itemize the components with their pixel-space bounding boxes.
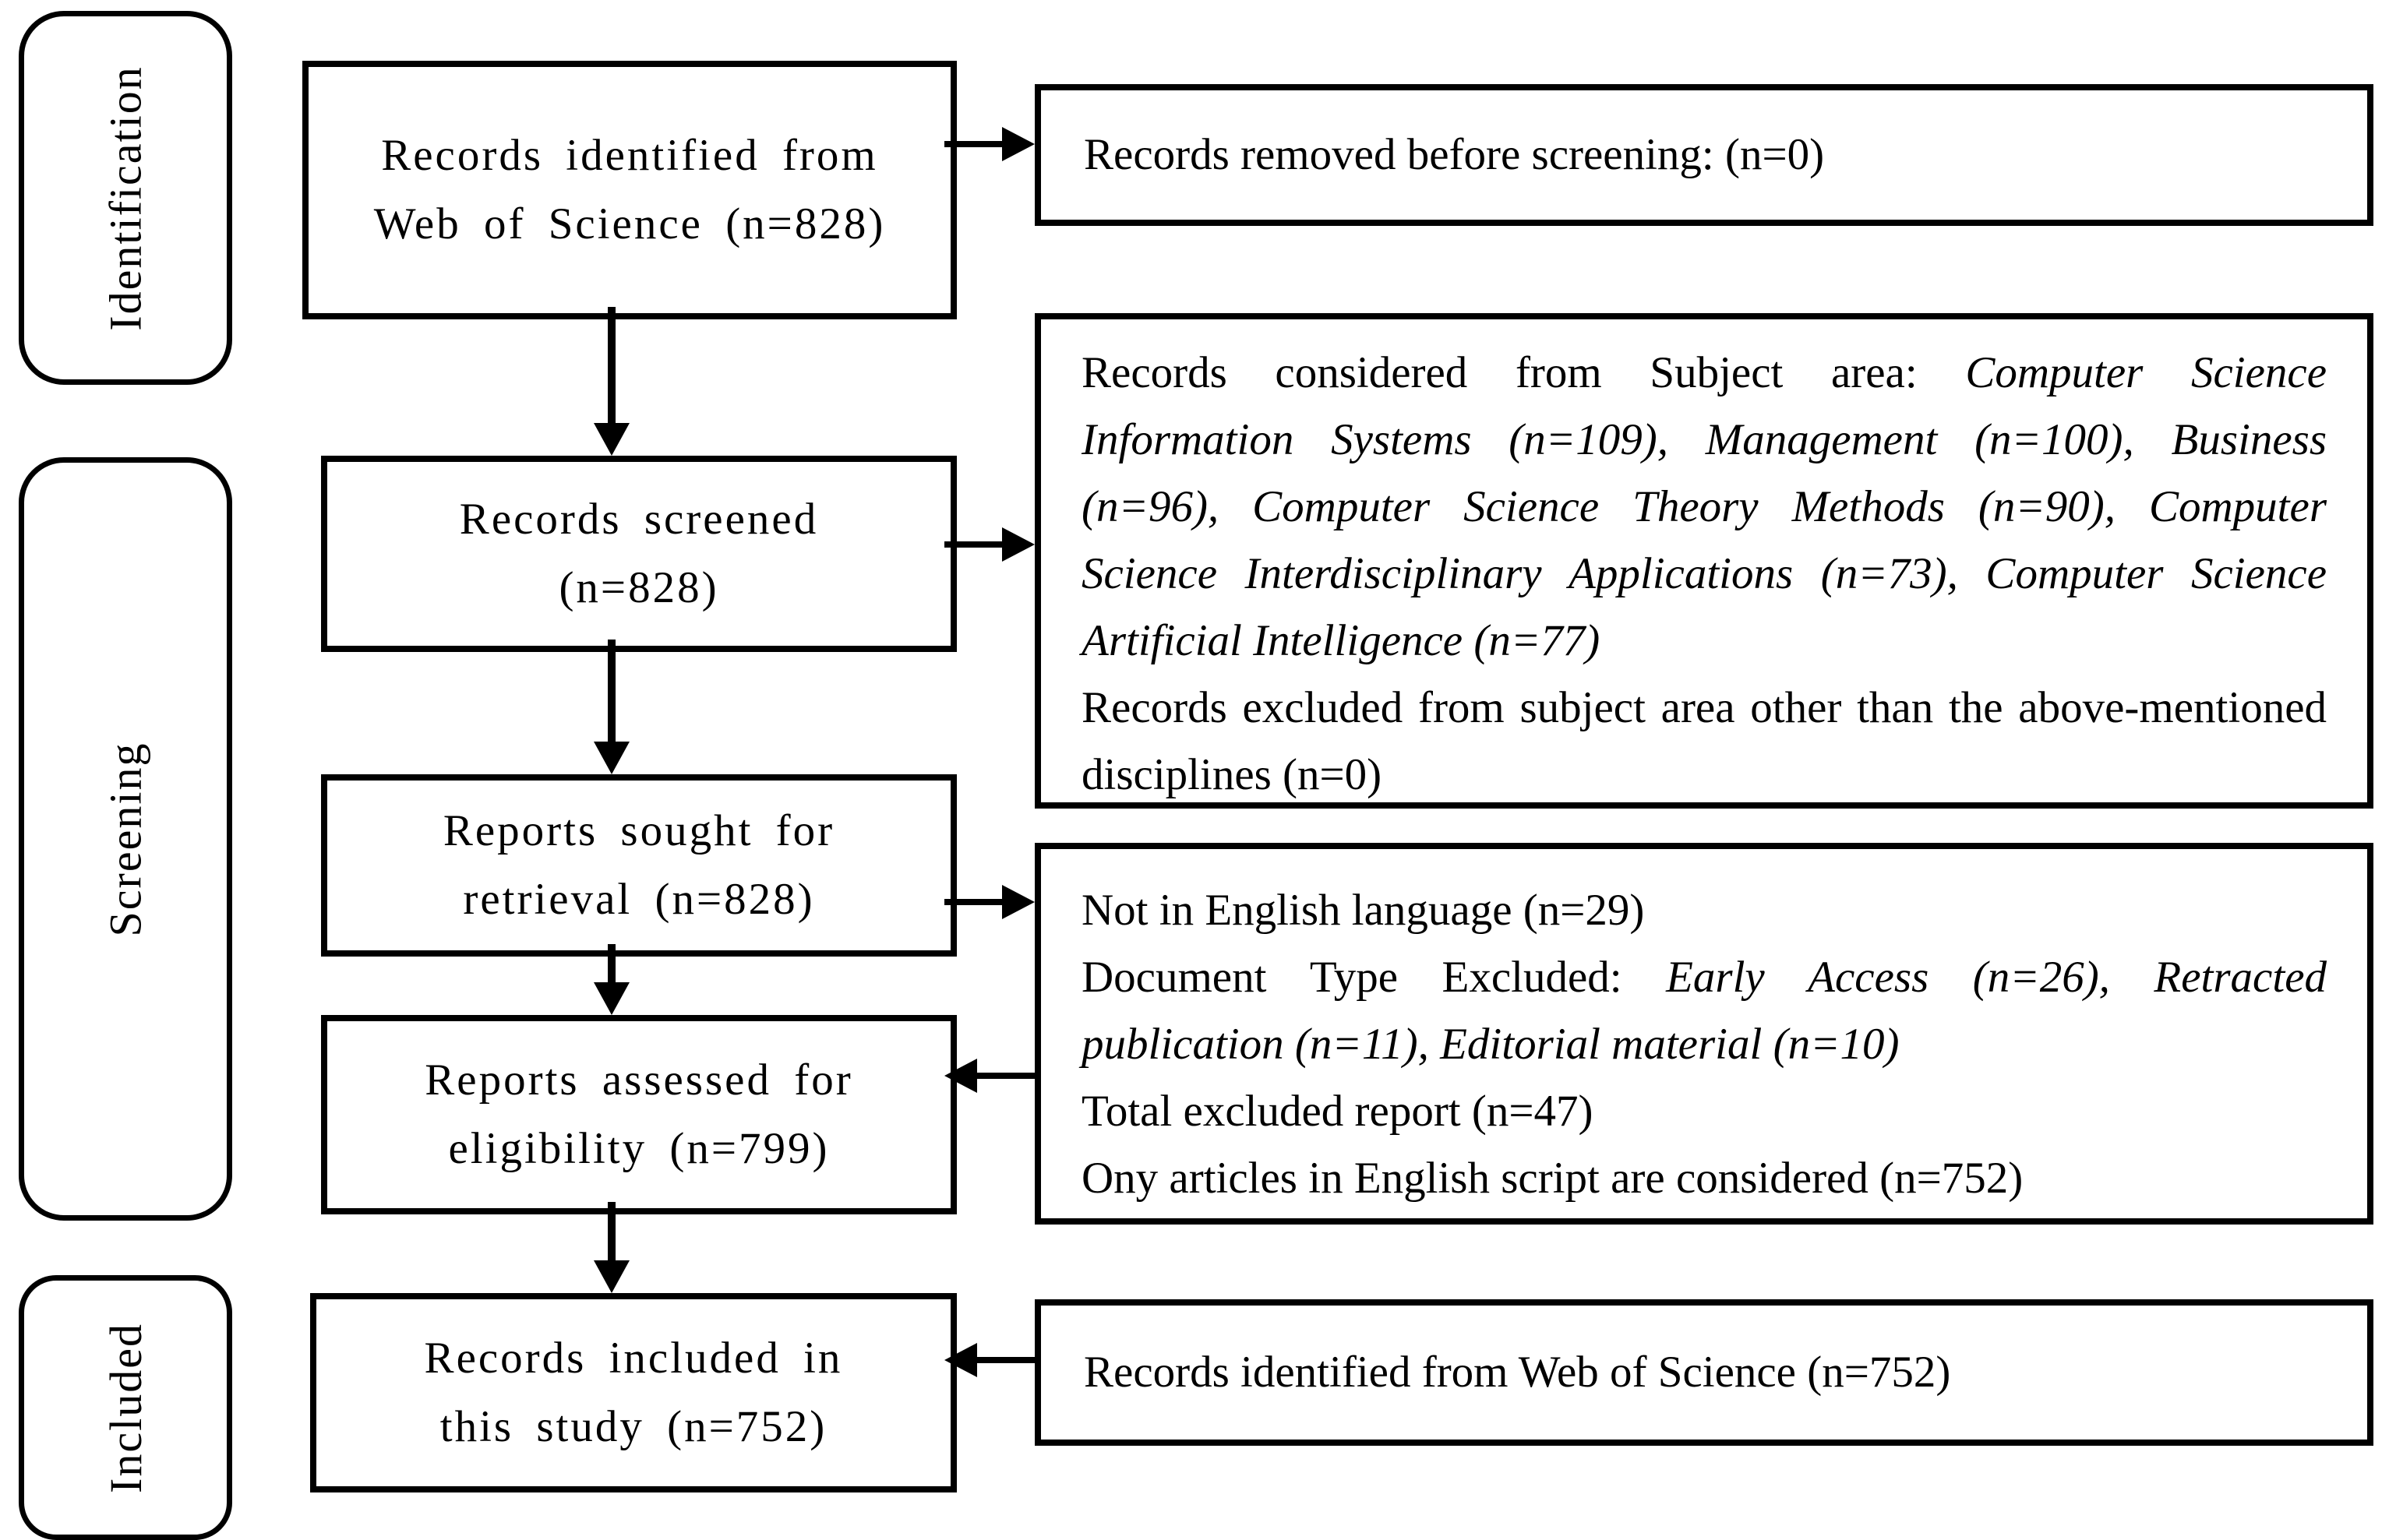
sidebox-subject-areas-paragraph2: Records excluded from subject area other… (1082, 675, 2327, 809)
arrow-shaft (608, 1202, 616, 1263)
stage-screening-label: Screening (100, 742, 151, 936)
sidebox-removed-before-screening-text: Records removed before screening: (n=0) (1084, 122, 1824, 189)
box-records-included-line1: Records included in (424, 1334, 843, 1383)
text-segment: Records removed before screening: (n=0) (1084, 130, 1825, 179)
text-segment: Records considered from Subject area: (1082, 348, 1966, 397)
arrow-shaft (944, 899, 1005, 905)
box-records-screened: Records screened (n=828) (321, 456, 957, 652)
stage-identification-label: Identification (100, 65, 151, 331)
text-segment: Records excluded from subject area other… (1082, 683, 2327, 799)
text-segment: Document Type Excluded: (1082, 953, 1667, 1002)
sidebox-removed-before-screening: Records removed before screening: (n=0) (1035, 84, 2373, 226)
stage-screening: Screening (19, 457, 232, 1221)
sidebox-final-records: Records identified from Web of Science (… (1035, 1299, 2373, 1446)
arrow-head (1002, 527, 1035, 562)
stage-included-label: Included (100, 1322, 151, 1493)
sidebox-exclusions: Not in English language (n=29) Document … (1035, 843, 2373, 1225)
text-segment: Ony articles in English script are consi… (1082, 1154, 2024, 1203)
box-records-included: Records included in this study (n=752) (310, 1293, 957, 1492)
arrow-head (1002, 885, 1035, 919)
text-segment: Not in English language (n=29) (1082, 886, 1645, 935)
box-records-identified: Records identified from Web of Science (… (302, 61, 957, 319)
sidebox-final-records-text: Records identified from Web of Science (… (1084, 1339, 1950, 1406)
text-segment: Total excluded report (n=47) (1082, 1087, 1593, 1136)
sidebox-subject-areas: Records considered from Subject area: Co… (1035, 313, 2373, 809)
box-records-included-line2: this study (n=752) (439, 1402, 828, 1451)
arrow-shaft (944, 141, 1005, 147)
stage-identification: Identification (19, 11, 232, 385)
box-reports-assessed-line1: Reports assessed for (425, 1055, 853, 1105)
text-segment: Early Access (n=26), Retracted publicati… (1082, 953, 2327, 1069)
box-reports-assessed-line2: eligibility (n=799) (448, 1124, 830, 1173)
arrow-head (944, 1059, 977, 1093)
arrow-head (1002, 127, 1035, 161)
arrow-shaft (944, 541, 1005, 548)
box-records-identified-line1: Records identified from (381, 131, 878, 180)
arrow-shaft (608, 640, 616, 744)
sidebox-exclusions-line1: Not in English language (n=29) (1082, 877, 2327, 944)
sidebox-exclusions-line2: Document Type Excluded: Early Access (n=… (1082, 944, 2327, 1078)
arrow-shaft (974, 1073, 1035, 1079)
sidebox-exclusions-line4: Ony articles in English script are consi… (1082, 1145, 2327, 1212)
sidebox-subject-areas-paragraph1: Records considered from Subject area: Co… (1082, 340, 2327, 675)
text-segment: Computer Science Information Systems (n=… (1082, 348, 2327, 665)
arrow-shaft (608, 307, 616, 425)
arrow-head (594, 1260, 630, 1293)
arrow-shaft (974, 1357, 1035, 1363)
arrow-head (944, 1343, 977, 1377)
arrow-head (594, 423, 630, 456)
arrow-shaft (608, 944, 616, 985)
box-records-screened-line1: Records screened (459, 495, 819, 544)
box-records-identified-line2: Web of Science (n=828) (373, 199, 886, 248)
stage-included: Included (19, 1275, 232, 1540)
sidebox-exclusions-line3: Total excluded report (n=47) (1082, 1078, 2327, 1145)
arrow-head (594, 742, 630, 774)
text-segment: Records identified from Web of Science (… (1084, 1348, 1951, 1397)
arrow-head (594, 982, 630, 1015)
box-reports-sought-line2: retrieval (n=828) (463, 875, 815, 924)
box-records-screened-line2: (n=828) (559, 563, 719, 612)
box-reports-sought: Reports sought for retrieval (n=828) (321, 774, 957, 957)
box-reports-assessed: Reports assessed for eligibility (n=799) (321, 1015, 957, 1214)
box-reports-sought-line1: Reports sought for (443, 806, 835, 855)
